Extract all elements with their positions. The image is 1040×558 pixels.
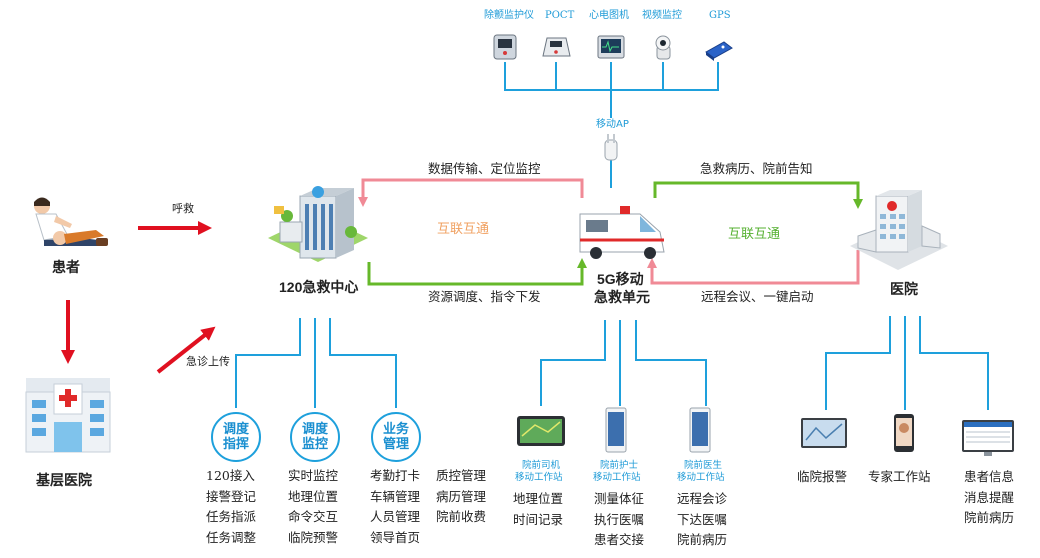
list-item: 消息提醒 [964, 489, 1015, 505]
expert-phone-icon [894, 414, 914, 452]
gps-tracker-icon [705, 41, 733, 61]
primary-hospital-building-icon [25, 378, 111, 453]
driver-station-items: 地理位置 时间记录 [513, 489, 563, 530]
hospital-function-connectors [825, 316, 989, 410]
dispatch-center-building-icon [268, 186, 368, 262]
list-item: 领导首页 [370, 529, 421, 545]
device-label-video: 视频监控 [642, 10, 682, 21]
list-item: 地理位置 [513, 491, 564, 506]
dispatch-monitor-module: 调度 监控 [290, 412, 340, 462]
data-transfer-label: 数据传输、定位监控 [428, 161, 541, 176]
list-item: 质控管理 [436, 468, 487, 483]
data-transfer-arrow [358, 178, 584, 207]
doctor-station-title-line1: 院前医生 [684, 460, 723, 471]
call-label: 呼救 [172, 202, 194, 215]
resource-dispatch-label: 资源调度、指令下发 [428, 289, 541, 304]
module-title-line1: 业务 [382, 422, 409, 437]
list-item: 任务指派 [206, 509, 257, 524]
list-item: 人员管理 [370, 509, 421, 524]
doctor-station-items: 远程会诊 下达医嘱 院前病历 [677, 489, 727, 551]
driver-station-title-line1: 院前司机 [522, 460, 561, 471]
doctor-tablet-icon [689, 407, 711, 453]
list-item: 患者信息 [964, 469, 1015, 484]
center-module-connectors [235, 318, 397, 408]
expert-station-label: 专家工作站 [868, 469, 931, 484]
emergency-upload-label: 急诊上传 [186, 355, 230, 368]
list-item: 院前收费 [436, 509, 487, 524]
dispatch-command-module: 调度 指挥 [211, 412, 261, 462]
list-item: 实时监控 [288, 468, 339, 483]
list-item: 院前病历 [677, 532, 728, 547]
patient-info-items: 患者信息 消息提醒 院前病历 [964, 467, 1014, 529]
list-item: 测量体征 [594, 491, 645, 506]
list-item: 接警登记 [206, 488, 257, 504]
device-label-gps: GPS [709, 10, 731, 21]
resource-dispatch-arrow [367, 258, 587, 286]
list-item: 任务调整 [206, 529, 257, 545]
list-item: 下达医嘱 [677, 511, 728, 527]
poct-device-icon [542, 37, 571, 57]
emergency-upload-arrow [156, 326, 216, 374]
mobile-ap-label: 移动AP [596, 119, 629, 130]
medical-record-arrow [653, 181, 863, 209]
list-item: 时间记录 [513, 511, 564, 527]
list-item: 院前病历 [964, 510, 1015, 525]
device-label-defibrillator: 除颤监护仪 [484, 10, 534, 21]
list-item: 车辆管理 [370, 488, 421, 504]
business-management-module: 业务 管理 [371, 412, 421, 462]
driver-tablet-icon [517, 416, 565, 446]
module-title-line1: 调度 [301, 422, 328, 437]
business-management-items-extra: 质控管理 病历管理 院前收费 [436, 466, 486, 528]
nurse-station-items: 测量体征 执行医嘱 患者交接 [594, 489, 644, 551]
dispatch-command-items: 120接入 接警登记 任务指派 任务调整 [206, 466, 256, 548]
mobile-ap-icon [604, 134, 618, 161]
remote-meeting-arrow [647, 250, 860, 285]
interconnect-left-label: 互联互通 [437, 222, 490, 237]
hospital-building-icon [850, 190, 948, 270]
list-item: 病历管理 [436, 488, 487, 504]
doctor-station-title-line2: 移动工作站 [677, 472, 725, 483]
alarm-function-label: 临院报警 [797, 469, 848, 484]
device-label-ecg: 心电图机 [589, 10, 629, 21]
ecg-machine-icon [597, 35, 625, 59]
nurse-station-title-line1: 院前护士 [600, 460, 639, 471]
dispatch-center-label: 120急救中心 [279, 279, 359, 295]
defibrillator-monitor-icon [493, 34, 517, 60]
list-item: 命令交互 [288, 509, 339, 524]
nurse-tablet-icon [605, 407, 627, 453]
device-label-poct: POCT [545, 10, 575, 21]
module-title-line1: 调度 [222, 422, 249, 437]
mobile-unit-label-line1: 5G移动 [597, 271, 644, 287]
video-camera-icon [655, 35, 671, 60]
list-item: 临院预警 [288, 529, 339, 545]
list-item: 患者交接 [594, 532, 645, 547]
patient-info-monitor-icon [962, 420, 1014, 456]
module-title-line2: 管理 [382, 437, 409, 452]
business-management-items: 考勤打卡 车辆管理 人员管理 领导首页 [370, 466, 420, 548]
list-item: 120接入 [206, 468, 255, 483]
patient-cpr-icon [34, 197, 108, 246]
list-item: 考勤打卡 [370, 468, 421, 483]
list-item: 地理位置 [288, 488, 339, 504]
unit-station-connectors [540, 320, 707, 406]
driver-station-title-line2: 移动工作站 [515, 472, 563, 483]
remote-meeting-label: 远程会议、一键启动 [701, 289, 814, 304]
patient-label: 患者 [52, 259, 80, 275]
module-title-line2: 监控 [301, 437, 328, 452]
primary-hospital-label: 基层医院 [36, 472, 92, 488]
dispatch-monitor-items: 实时监控 地理位置 命令交互 临院预警 [288, 466, 338, 548]
medical-record-label: 急救病历、院前告知 [700, 161, 813, 176]
list-item: 远程会诊 [677, 491, 728, 506]
mobile-unit-label-line2: 急救单元 [594, 289, 650, 305]
module-title-line2: 指挥 [222, 437, 249, 452]
alarm-screen-icon [801, 418, 847, 448]
list-item: 执行医嘱 [594, 511, 645, 527]
hospital-label: 医院 [890, 281, 918, 297]
nurse-station-title-line2: 移动工作站 [593, 472, 641, 483]
ambulance-icon [579, 206, 665, 259]
interconnect-right-label: 互联互通 [728, 227, 781, 242]
